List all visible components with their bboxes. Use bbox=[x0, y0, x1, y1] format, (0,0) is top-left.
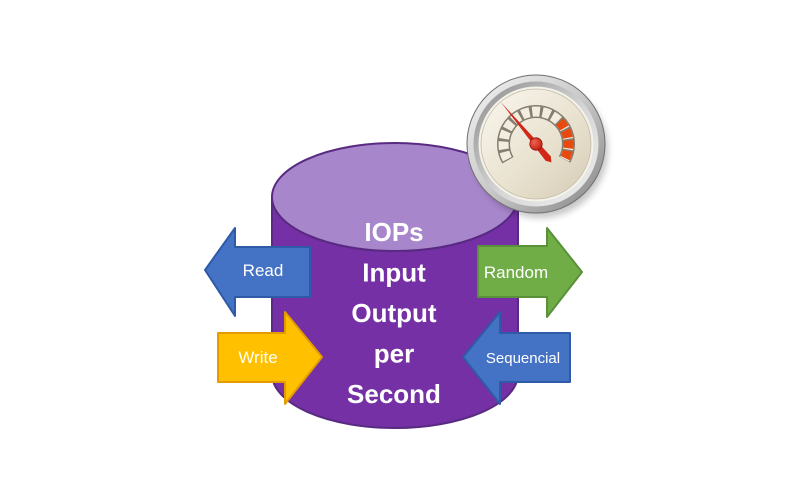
gauge-hub bbox=[529, 137, 543, 151]
random-arrow bbox=[477, 227, 583, 318]
write-arrow-label: Write bbox=[238, 348, 277, 367]
io-arrows: Read Write Random Sequencial bbox=[204, 227, 583, 405]
read-arrow bbox=[204, 227, 311, 317]
random-arrow-label: Random bbox=[484, 263, 548, 282]
title-line-second: Second bbox=[347, 379, 441, 409]
title-line-output: Output bbox=[351, 298, 437, 328]
title-line-iops: IOPs bbox=[364, 217, 423, 247]
title-line-input: Input bbox=[362, 258, 426, 288]
cylinder-title: IOPs Input Output per Second bbox=[347, 217, 441, 409]
speedometer-gauge-icon bbox=[466, 74, 608, 218]
write-arrow bbox=[217, 311, 323, 405]
gauge-tick-segments bbox=[498, 106, 574, 163]
title-line-per: per bbox=[374, 339, 414, 369]
read-arrow-label: Read bbox=[243, 261, 284, 280]
gauge-highlight-zone bbox=[555, 117, 574, 162]
sequencial-arrow bbox=[462, 311, 571, 405]
sequencial-arrow-label: Sequencial bbox=[486, 350, 560, 367]
